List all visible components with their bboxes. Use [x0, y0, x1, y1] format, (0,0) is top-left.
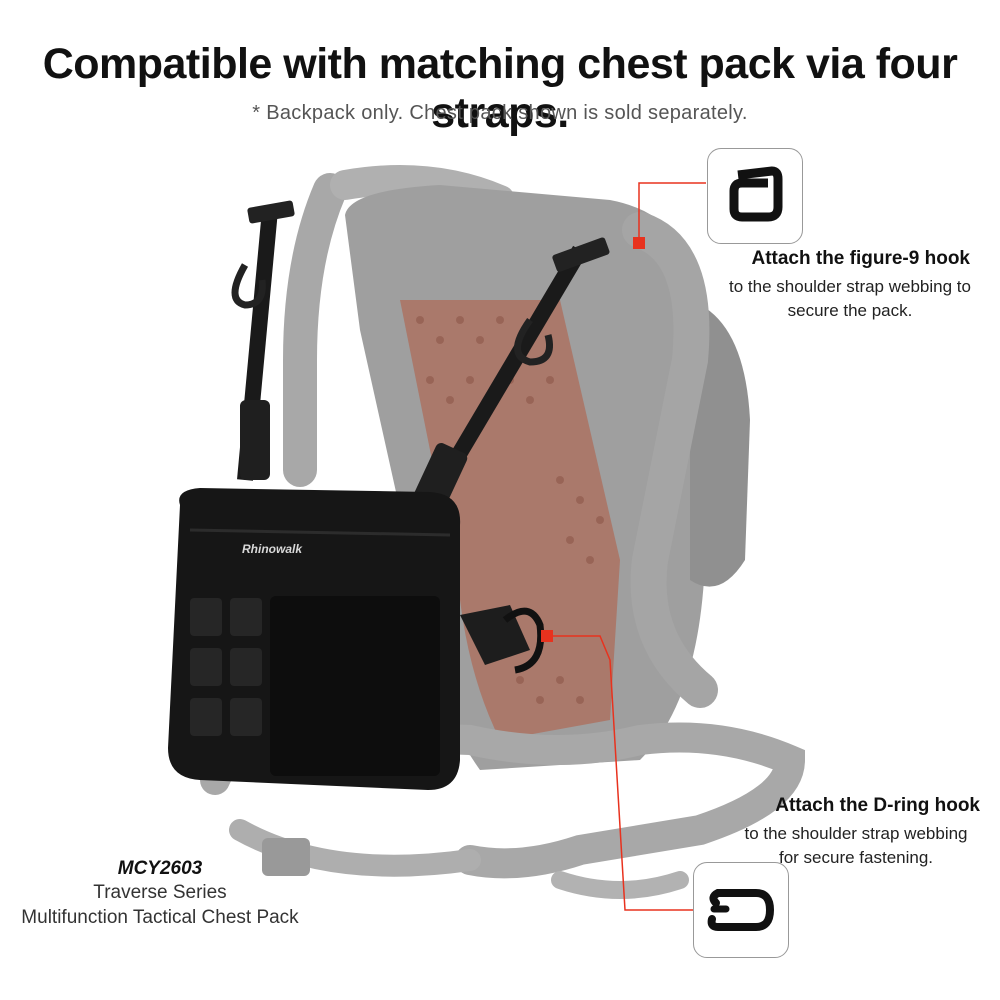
product-series: Traverse Series [93, 882, 227, 903]
product-name: Multifunction Tactical Chest Pack [21, 907, 299, 928]
d-ring-hook-icon [707, 889, 775, 931]
brand-logo: Rhinowalk [242, 542, 303, 556]
figure-9-hook-marker [633, 237, 645, 249]
callout-figure-9-desc-line1: to the shoulder strap webbing to [729, 277, 971, 296]
page-title: Compatible with matching chest pack via … [42, 40, 958, 137]
figure-9-hook-icon [729, 166, 783, 222]
callout-figure-9-title: Attach the figure-9 hook [751, 248, 970, 269]
page-subtitle: * Backpack only. Chest pack shown is sol… [252, 102, 748, 124]
d-ring-hook-marker [541, 630, 553, 642]
callout-d-ring-desc-line2: for secure fastening. [778, 848, 934, 867]
callout-d-ring-title: Attach the D-ring hook [775, 795, 980, 816]
callout-figure-9-desc-line2: secure the pack. [787, 301, 913, 320]
leader-lines [547, 182, 706, 911]
chest-pack-image: Rhinowalk [168, 488, 461, 790]
d-ring-hook-thumbnail [693, 862, 789, 958]
harness-straps [231, 200, 610, 674]
figure-9-hook-thumbnail [707, 148, 803, 244]
product-code: MCY2603 [117, 858, 203, 879]
callout-d-ring-desc-line1: to the shoulder strap webbing [744, 824, 968, 843]
